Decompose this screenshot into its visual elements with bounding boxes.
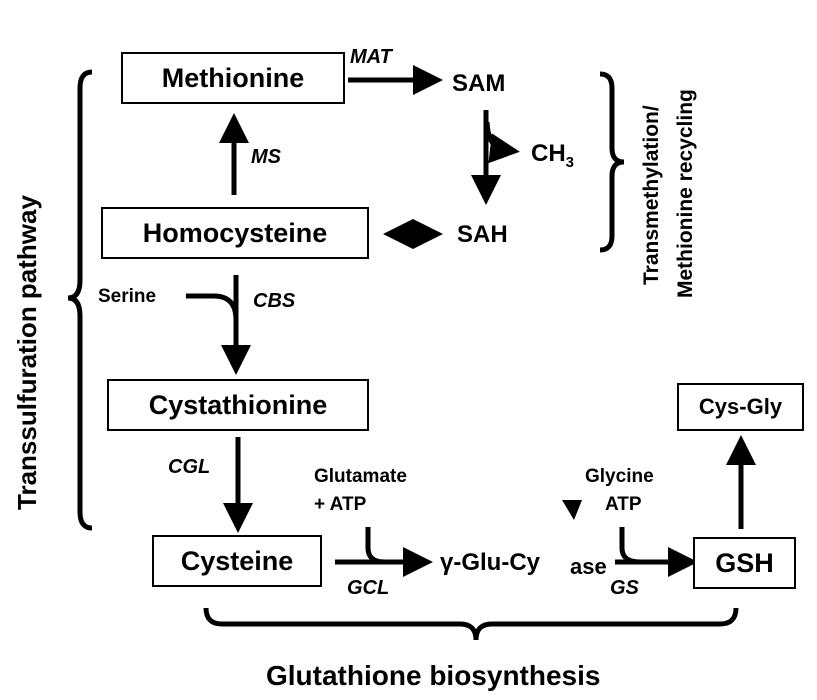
ch3-text: CH	[531, 140, 566, 167]
label-ch3: CH3	[531, 140, 574, 171]
node-cystathionine: Cystathionine	[107, 379, 369, 431]
enzyme-cbs: CBS	[253, 290, 296, 312]
label-gamma-glu-cys: γ-Glu-Cy	[440, 549, 541, 576]
group-label-transmethylation-2: Methionine recycling	[674, 89, 697, 298]
label-serine: Serine	[98, 286, 157, 307]
node-cys-gly: Cys-Gly	[677, 383, 804, 431]
artifact-triangle	[562, 500, 582, 520]
node-label: GSH	[715, 547, 774, 578]
enzyme-gs: GS	[610, 577, 639, 599]
glutamate-input	[365, 527, 386, 565]
node-gsh: GSH	[693, 537, 796, 589]
ch3-subscript: 3	[565, 153, 575, 171]
label-glycine: Glycine	[585, 466, 654, 487]
node-label: Methionine	[161, 62, 305, 93]
brace-transmethylation	[599, 71, 625, 253]
node-methionine: Methionine	[121, 52, 345, 104]
label-glutamate: Glutamate	[314, 466, 407, 487]
enzyme-gcl: GCL	[347, 577, 390, 599]
node-cysteine: Cysteine	[152, 535, 322, 587]
node-label: Cystathionine	[148, 389, 328, 420]
label-atp-glycine: ATP	[605, 494, 642, 515]
enzyme-cgl: CGL	[168, 456, 211, 478]
brace-transsulfuration	[67, 69, 93, 531]
group-label-transmethylation-1: Transmethylation/	[640, 105, 663, 285]
node-label: Cysteine	[180, 545, 294, 576]
group-label-glutathione: Glutathione biosynthesis	[266, 660, 601, 691]
brace-glutathione	[203, 607, 739, 641]
enzyme-ms: MS	[251, 146, 281, 168]
node-label: Homocysteine	[142, 217, 328, 248]
label-sah: SAH	[457, 221, 508, 248]
serine-input	[186, 293, 239, 321]
group-label-transsulfuration: Transsulfuration pathway	[12, 195, 42, 510]
node-label: Cys-Gly	[698, 394, 783, 419]
label-ase-overlay: ase	[570, 554, 607, 579]
label-atp-glutamate: + ATP	[314, 494, 367, 515]
label-sam: SAM	[452, 70, 506, 97]
node-homocysteine: Homocysteine	[101, 207, 369, 259]
glycine-input	[619, 527, 641, 565]
arrow-ch3-release	[484, 121, 520, 164]
enzyme-mat: MAT	[350, 46, 392, 68]
